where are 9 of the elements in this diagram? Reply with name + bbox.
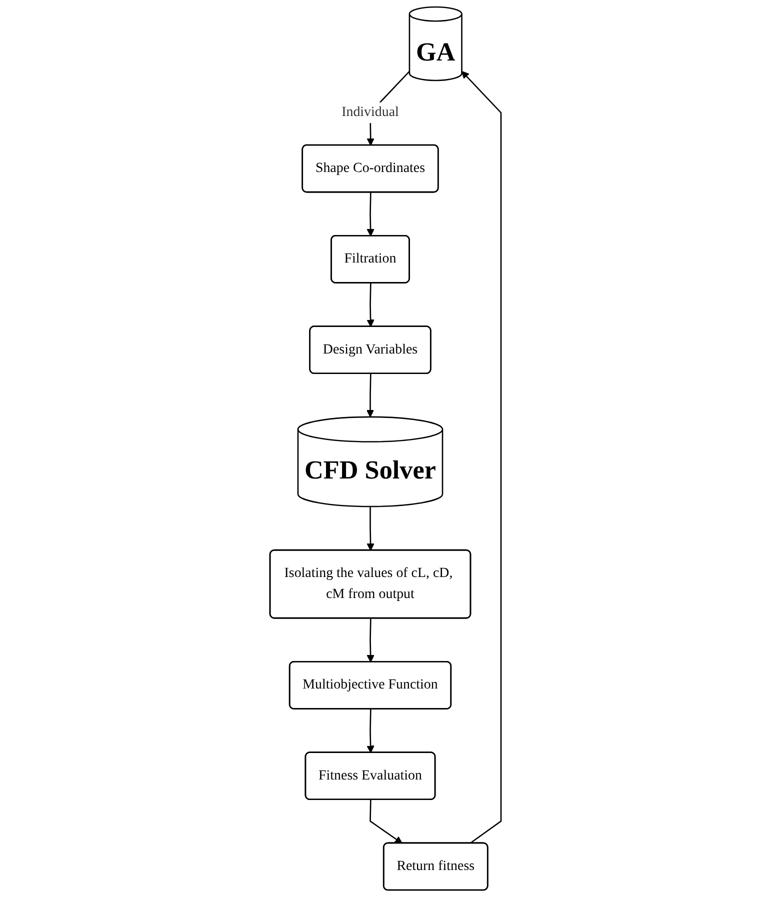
arrow	[370, 800, 402, 844]
arrow	[366, 506, 374, 551]
arrow	[366, 192, 374, 236]
arrow	[366, 374, 374, 418]
arrow	[366, 709, 374, 754]
arrow	[366, 283, 374, 328]
arrow	[366, 618, 374, 662]
arrow	[461, 70, 502, 844]
edge-label: Individual	[342, 104, 399, 120]
